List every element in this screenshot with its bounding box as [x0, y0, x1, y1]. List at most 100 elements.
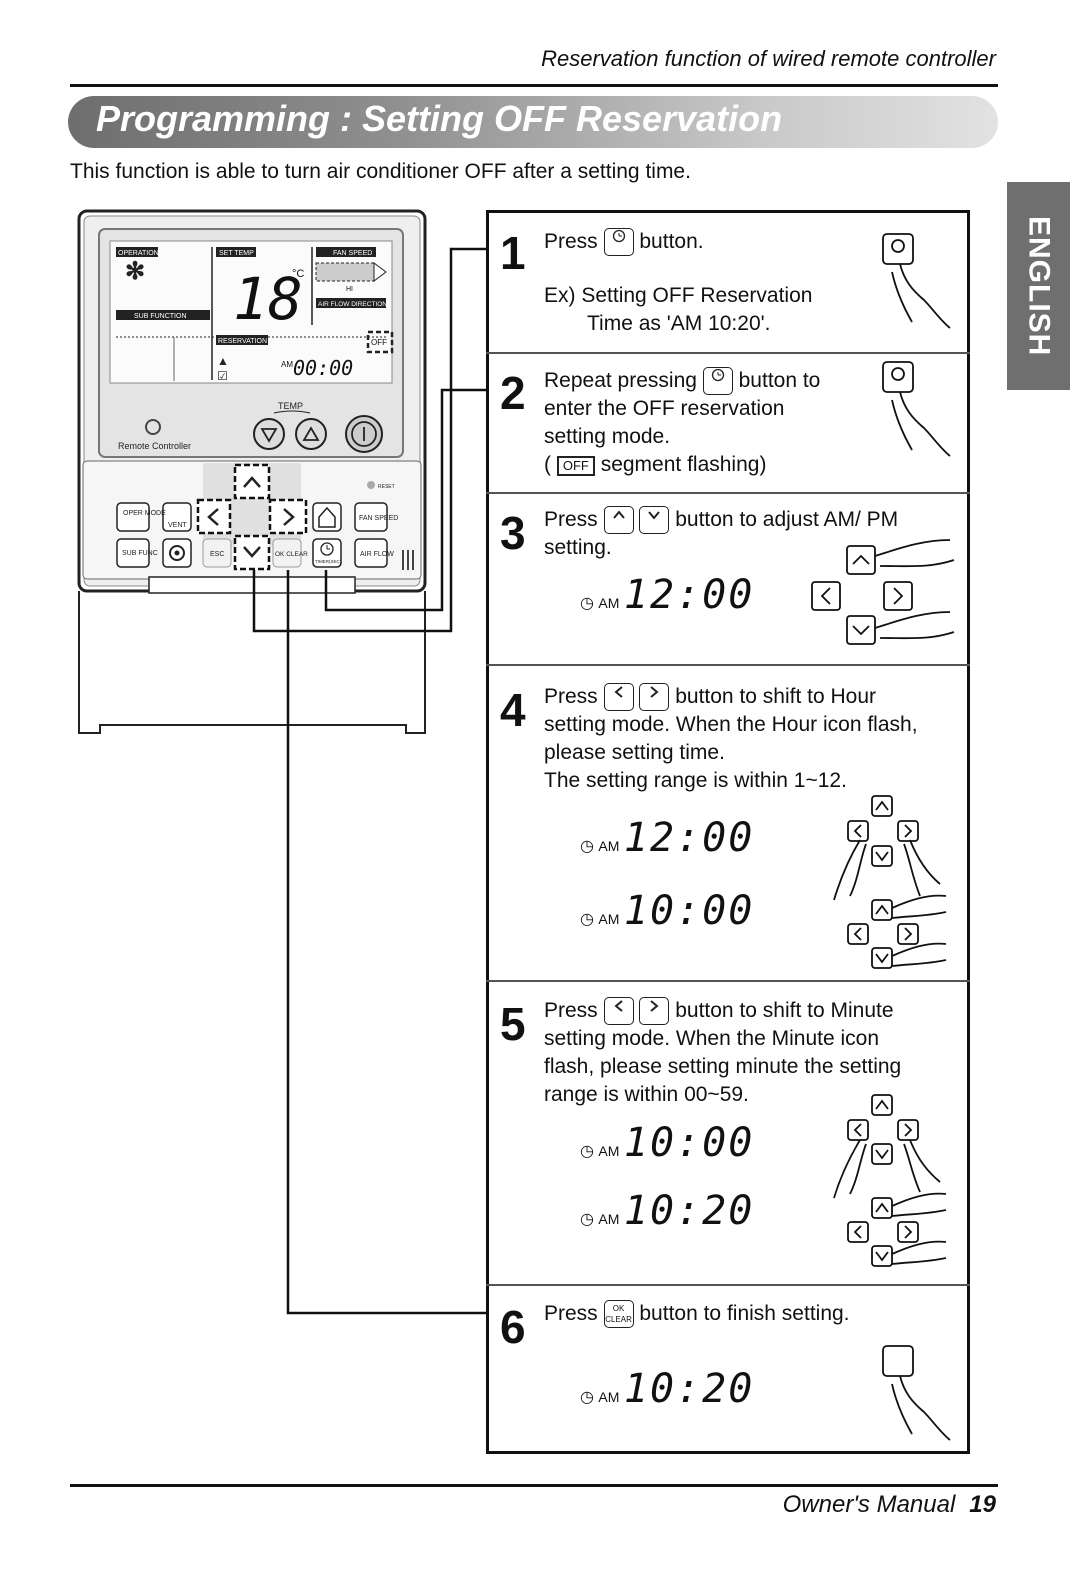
clock-icon: ◷ — [580, 911, 594, 928]
esc-button[interactable] — [202, 538, 232, 568]
step-divider — [486, 1284, 970, 1286]
clock-display: ◷ AM 12:00 — [580, 572, 754, 618]
step-text: button to shift to Hour — [675, 685, 877, 708]
fan-speed-button[interactable] — [354, 502, 388, 532]
down-arrow-icon — [639, 506, 670, 535]
manual-name: Owner's Manual — [782, 1491, 956, 1518]
step-text: Press — [544, 508, 598, 531]
time-display: 10:00 — [623, 888, 755, 934]
clock-display: ◷ AM 10:20 — [580, 1366, 754, 1412]
lcd-hi-label: HI — [346, 286, 353, 293]
sub-func-button[interactable] — [116, 538, 150, 568]
step-text: setting. — [544, 536, 612, 560]
right-arrow-icon — [639, 997, 670, 1026]
settings-gear-button[interactable] — [162, 538, 192, 568]
page-title: Programming : Setting OFF Reservation — [96, 98, 783, 139]
page-number: 19 — [969, 1491, 996, 1518]
air-flow-label: AIR FLOW — [360, 551, 394, 558]
language-tab-label: ENGLISH — [1022, 215, 1056, 357]
am-label: AM — [598, 838, 620, 854]
off-segment-icon: OFF — [556, 455, 595, 476]
step-1-text: Press button. Ex) Setting OFF Reservatio… — [544, 228, 812, 338]
step-text: Repeat pressing — [544, 369, 697, 392]
left-arrow-icon — [603, 683, 634, 712]
language-tab — [1007, 182, 1070, 390]
step-text: button to adjust AM/ PM — [675, 508, 899, 531]
header-divider — [70, 84, 998, 87]
temp-down-button[interactable] — [253, 418, 285, 450]
lcd-operation-label: OPERATION — [118, 250, 159, 257]
step-text: Press — [544, 230, 598, 253]
am-label: AM — [598, 1143, 620, 1159]
home-button[interactable] — [312, 502, 342, 532]
step-number: 3 — [500, 507, 526, 559]
time-display: 10:20 — [623, 1366, 755, 1412]
clock-display: ◷ AM 12:00 — [580, 815, 754, 861]
fan-speed-button-label: FAN SPEED — [359, 515, 398, 522]
lcd-am-label: AM — [281, 360, 293, 369]
title-banner — [68, 96, 998, 148]
esc-label: ESC — [210, 551, 224, 558]
air-flow-button[interactable] — [354, 538, 388, 568]
oper-mode-label: OPER MODE — [123, 510, 166, 517]
oper-mode-button[interactable] — [116, 502, 150, 532]
step-2-text: Repeat pressing button to enter the OFF … — [544, 367, 820, 479]
step-text: button to finish setting. — [639, 1302, 850, 1325]
step-divider — [486, 492, 970, 494]
time-display: 10:00 — [623, 1120, 755, 1166]
step-number: 6 — [500, 1301, 526, 1353]
clock-display: ◷ AM 10:00 — [580, 888, 754, 934]
step-text: button to — [738, 369, 821, 392]
step-5-text: Press button to shift to Minute setting … — [544, 997, 901, 1109]
lcd-fan-speed-label: FAN SPEED — [333, 250, 372, 257]
step-text: flash, please setting minute the setting — [544, 1055, 902, 1079]
step-text: segment flashing) — [600, 453, 767, 477]
remote-controller-illustration: ✻ ▲ ☑ OPERATION SET TEMP FAN SPEED 18 °C… — [77, 209, 486, 1315]
right-arrow-icon — [639, 683, 670, 712]
timer-button-icon — [702, 367, 733, 396]
lcd-unit: °C — [292, 268, 304, 280]
ok-clear-button[interactable] — [272, 538, 302, 568]
temp-up-button[interactable] — [295, 418, 327, 450]
step-text: range is within 00~59. — [544, 1083, 749, 1107]
time-display: 10:20 — [623, 1188, 755, 1234]
am-label: AM — [598, 1211, 620, 1227]
step-divider — [486, 980, 970, 982]
clock-display: ◷ AM 10:20 — [580, 1188, 754, 1234]
lcd-time: 00:00 — [293, 356, 353, 380]
lcd-set-temp-label: SET TEMP — [219, 250, 254, 257]
svg-text:☑: ☑ — [217, 369, 228, 383]
lcd-air-flow-direction-label: AIR FLOW DIRECTION — [318, 301, 387, 308]
step-text: setting mode. When the Minute icon — [544, 1027, 880, 1051]
power-button[interactable] — [345, 415, 383, 453]
step-text: Ex) Setting OFF Reservation — [544, 284, 813, 308]
step-text: setting mode. — [544, 425, 671, 449]
lcd-reservation-label: RESERVATION — [218, 338, 267, 345]
section-header: Reservation function of wired remote con… — [541, 46, 996, 71]
svg-text:✻: ✻ — [125, 258, 145, 285]
timer-button-icon — [603, 228, 634, 257]
step-text: Press — [544, 685, 598, 708]
intro-text: This function is able to turn air condit… — [70, 160, 691, 183]
step-number: 4 — [500, 684, 526, 736]
step-text: Press — [544, 999, 598, 1022]
left-arrow-icon — [603, 997, 634, 1026]
steps-panel — [486, 210, 970, 1454]
clock-icon: ◷ — [580, 595, 594, 612]
am-label: AM — [598, 911, 620, 927]
footer: Owner's Manual 19 — [783, 1491, 996, 1519]
vent-button[interactable] — [162, 502, 192, 532]
time-display: 12:00 — [623, 572, 755, 618]
step-number: 1 — [500, 227, 526, 279]
footer-divider — [70, 1484, 998, 1487]
step-divider — [486, 352, 970, 354]
step-text: The setting range is within 1~12. — [544, 769, 847, 793]
ok-clear-label: OK CLEAR — [275, 551, 308, 558]
step-number: 5 — [500, 998, 526, 1050]
clock-display: ◷ AM 10:00 — [580, 1120, 754, 1166]
timer-button[interactable] — [312, 538, 342, 568]
time-display: 12:00 — [623, 815, 755, 861]
step-text: ( — [544, 453, 551, 477]
step-3-text: Press button to adjust AM/ PM setting. — [544, 506, 898, 562]
